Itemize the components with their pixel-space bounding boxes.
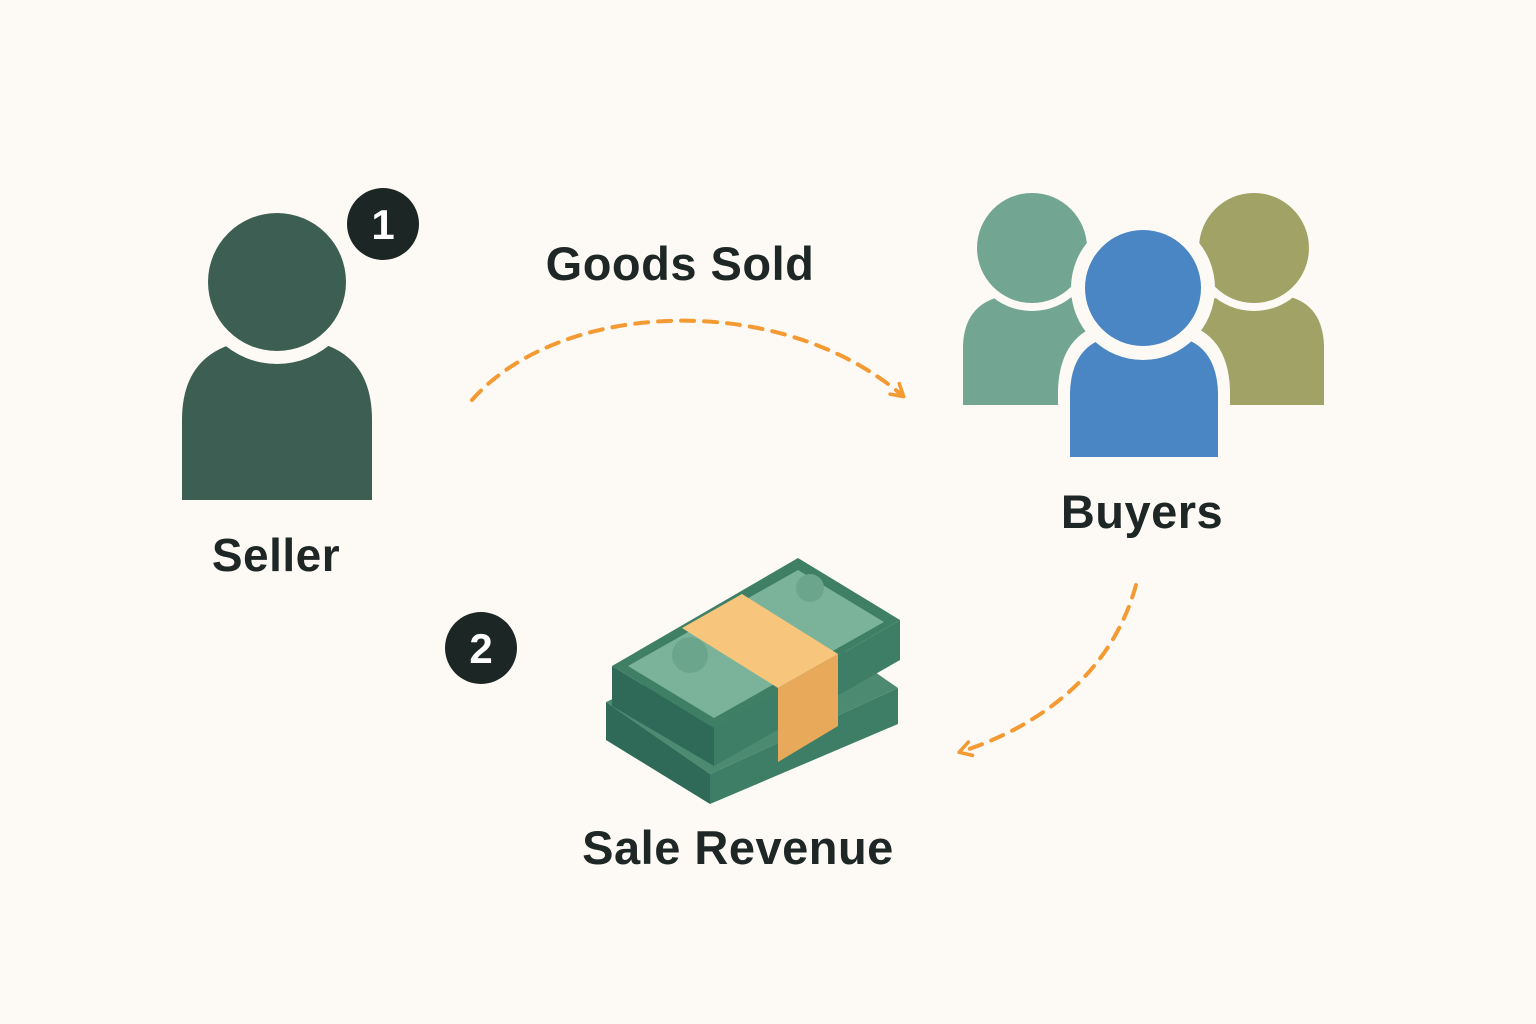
buyers-label: Buyers <box>1060 485 1224 538</box>
step-2-number: 2 <box>469 625 492 672</box>
seller-label: Seller <box>211 529 341 581</box>
sale-revenue-label: Sale Revenue <box>582 821 894 874</box>
step-2-badge: 2 <box>445 612 517 684</box>
goods-sold-label: Goods Sold <box>545 237 815 290</box>
step-1-badge: 1 <box>347 188 419 260</box>
revenue-arrow <box>957 583 1138 758</box>
money-stack-icon <box>606 558 900 804</box>
step-1-number: 1 <box>371 201 394 248</box>
buyers-icon <box>963 185 1324 460</box>
seller-icon <box>182 200 372 500</box>
goods-sold-arrow <box>470 318 906 402</box>
